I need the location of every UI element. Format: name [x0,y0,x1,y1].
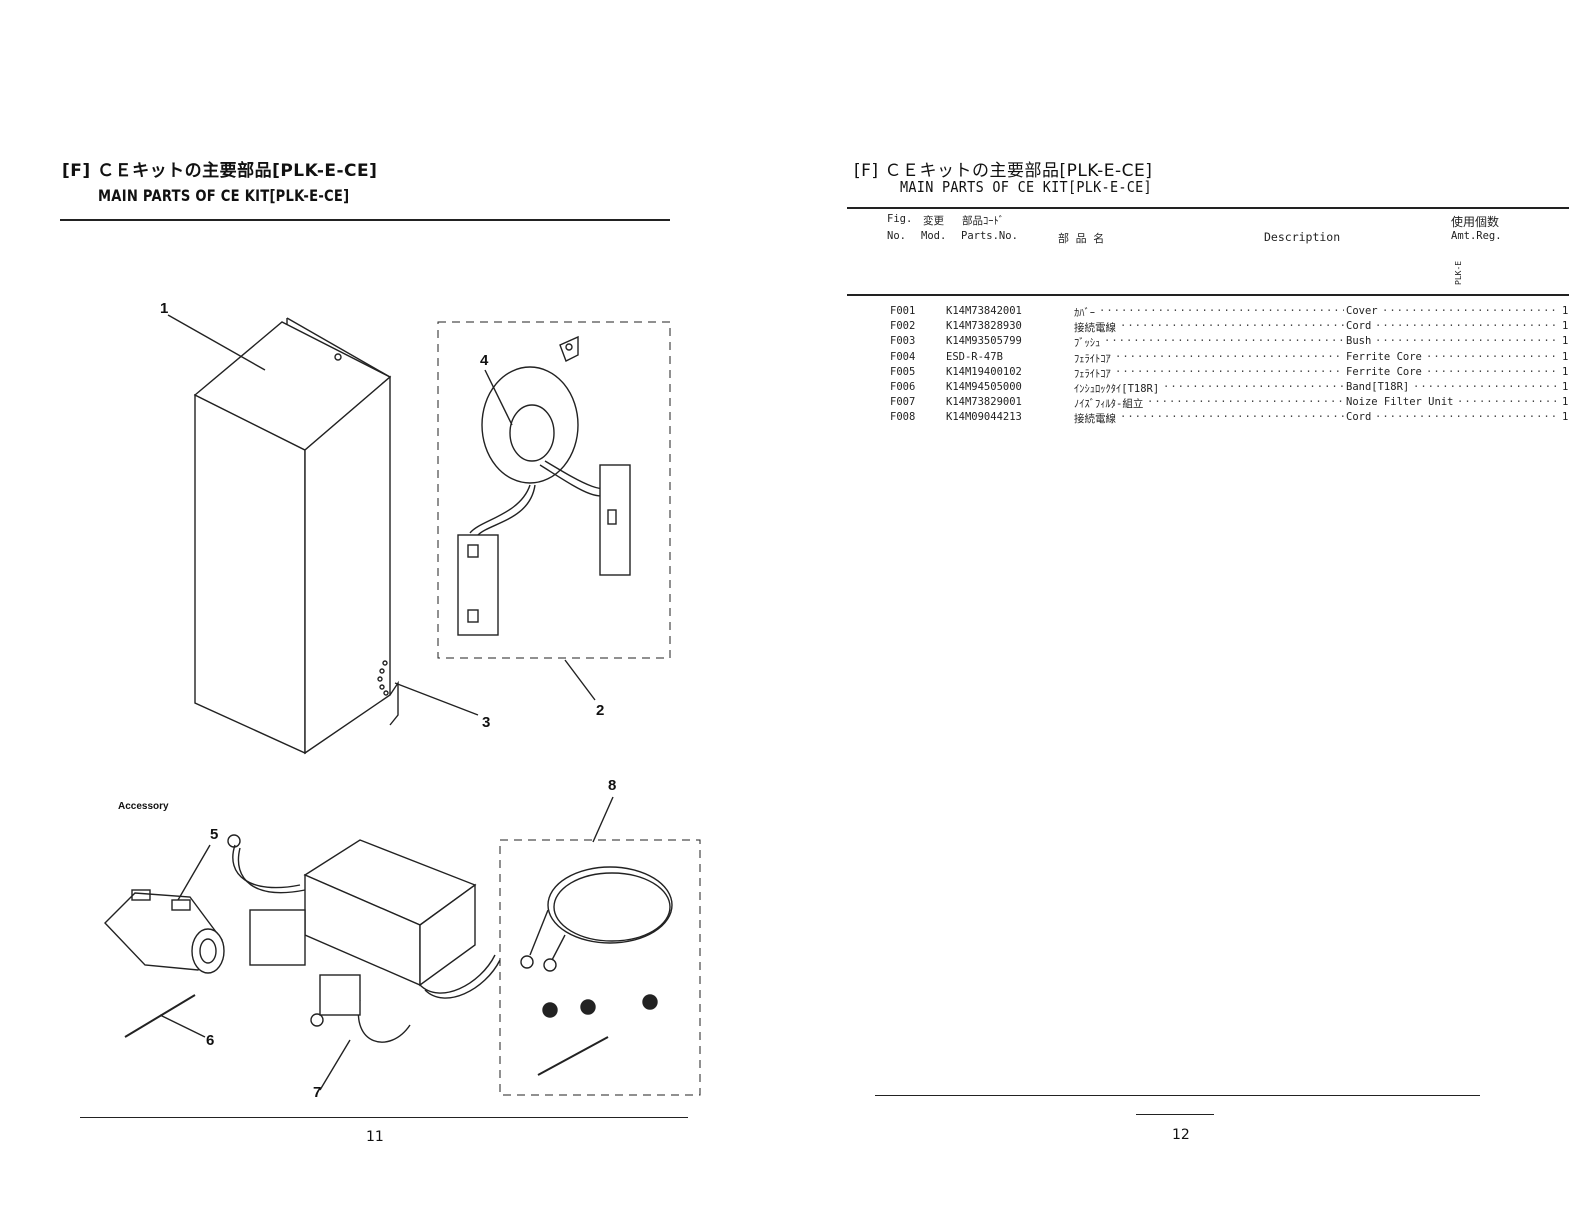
header-amt: Amt.Reg. [1451,230,1502,242]
leader-dots: ········································… [1120,320,1344,333]
row-quantity: 1 [1562,380,1569,393]
callout-2: 2 [596,702,604,719]
row-fig: F003 [890,335,916,348]
row-fig: F006 [890,380,916,393]
row-description: Cord [1346,320,1372,333]
row-name-jp: 接続電線 [1074,413,1116,426]
row-quantity: 1 [1562,320,1569,333]
row-description: Bush [1346,335,1372,348]
leader-dots: ········································… [1457,396,1558,409]
left-title-rule [60,219,670,221]
row-fig: F001 [890,305,916,317]
left-bottom-rule [80,1117,688,1118]
row-description: Cover [1346,305,1378,317]
left-page-title-jp: [F] ＣＥキットの主要部品[PLK-E-CE] [62,161,378,181]
callout-5: 5 [210,826,218,843]
row-quantity: 1 [1562,396,1569,409]
callout-7: 7 [313,1084,321,1101]
left-page-number: 11 [366,1129,384,1145]
row-name-jp: ﾌｪﾗｲﾄｺｱ [1074,367,1111,380]
leader-dots: ········································… [1115,365,1344,378]
header-fig: Fig. [887,213,913,225]
row-parts-code: K14M09044213 [946,411,1022,424]
row-fig: F008 [890,411,916,424]
row-parts-code: K14M73828930 [946,320,1022,333]
row-fig: F007 [890,396,916,409]
noise-filter-drawing [227,834,501,1043]
leader-dots: ········································… [1426,350,1558,363]
callout-1: 1 [160,300,168,317]
leader-dots: ········································… [1115,350,1344,363]
row-quantity: 1 [1562,350,1569,363]
row-fig: F004 [890,350,916,363]
leader-dots: ········································… [1163,380,1344,393]
row-quantity: 1 [1562,305,1569,317]
table-header-rule [847,294,1569,296]
row-description: Band[T18R] [1346,380,1410,393]
leader-dots: ········································… [1413,380,1558,393]
row-name-jp: ﾉｲｽﾞﾌｨﾙﾀ-組立 [1074,398,1144,411]
row-quantity: 1 [1562,411,1569,424]
leader-dots: ········································… [1375,320,1558,333]
header-mod: Mod. [921,230,947,242]
right-page-title-jp: [F] ＣＥキットの主要部品[PLK-E-CE] [854,161,1153,181]
accessory-label: Accessory [118,801,169,812]
row-parts-code: K14M93505799 [946,335,1022,348]
parts-illustration: 1 4 2 3 Accessory [104,300,701,1101]
leader-dots: ········································… [1120,411,1344,424]
row-name-jp: 接続電線 [1074,322,1116,335]
leader-dots: ········································… [1104,335,1344,348]
leader-dots: ········································… [1099,305,1344,317]
row-fig: F005 [890,365,916,378]
ferrite-core-5-drawing [104,889,225,974]
leader-dots: ········································… [1147,396,1344,409]
row-quantity: 1 [1562,335,1569,348]
leader-dots: ········································… [1375,411,1558,424]
leader-dots: ········································… [1426,365,1558,378]
right-bottom-rule [875,1095,1480,1096]
header-amt-jp: 使用個数 [1451,215,1500,229]
row-fig: F002 [890,320,916,333]
callout-4: 4 [480,352,489,369]
row-quantity: 1 [1562,365,1569,378]
row-name-jp: ｲﾝｼｭﾛｯｸﾀｲ[T18R] [1074,382,1160,395]
row-name-jp: ﾌｪﾗｲﾄｺｱ [1074,352,1111,365]
callout-3: 3 [482,714,490,731]
left-page: [F] ＣＥキットの主要部品[PLK-E-CE] MAIN PARTS OF C… [0,0,790,1223]
header-description: Description [1264,230,1341,244]
header-name-jp: 部 品 名 [1058,232,1105,245]
callout-6: 6 [206,1032,214,1049]
leader-dots: ········································… [1375,335,1558,348]
left-page-title-en: MAIN PARTS OF CE KIT[PLK-E-CE] [98,186,350,205]
right-page-title-en: MAIN PARTS OF CE KIT[PLK-E-CE] [900,178,1152,196]
row-parts-code: ESD-R-47B [946,350,1003,363]
ferrite-core-drawing [457,335,631,636]
leader-dots: ········································… [1382,305,1558,317]
callout-8: 8 [608,777,616,794]
row-parts-code: K14M19400102 [946,365,1022,378]
row-parts-code: K14M73842001 [946,305,1022,317]
cord-and-screws-drawing [520,866,673,1076]
right-short-rule [1136,1114,1214,1115]
row-name-jp: ｶﾊﾞｰ [1074,307,1095,319]
row-parts-code: K14M73829001 [946,396,1022,409]
row-description: Ferrite Core [1346,365,1422,378]
header-parts: Parts.No. [961,230,1018,242]
row-parts-code: K14M94505000 [946,380,1022,393]
row-description: Cord [1346,411,1372,424]
row-description: Ferrite Core [1346,350,1422,363]
cover-drawing [167,314,399,755]
right-page-number: 12 [1172,1127,1190,1143]
table-top-rule [847,207,1569,209]
header-parts-jp: 部品ｺｰﾄﾞ [962,215,1004,227]
header-model: PLK-E [1454,260,1463,285]
header-no: No. [887,230,906,242]
row-description: Noize Filter Unit [1346,396,1454,409]
right-page: [F] ＣＥキットの主要部品[PLK-E-CE] MAIN PARTS OF C… [790,0,1583,1223]
row-name-jp: ﾌﾞｯｼｭ [1074,337,1101,350]
header-mod-jp: 変更 [923,215,944,227]
